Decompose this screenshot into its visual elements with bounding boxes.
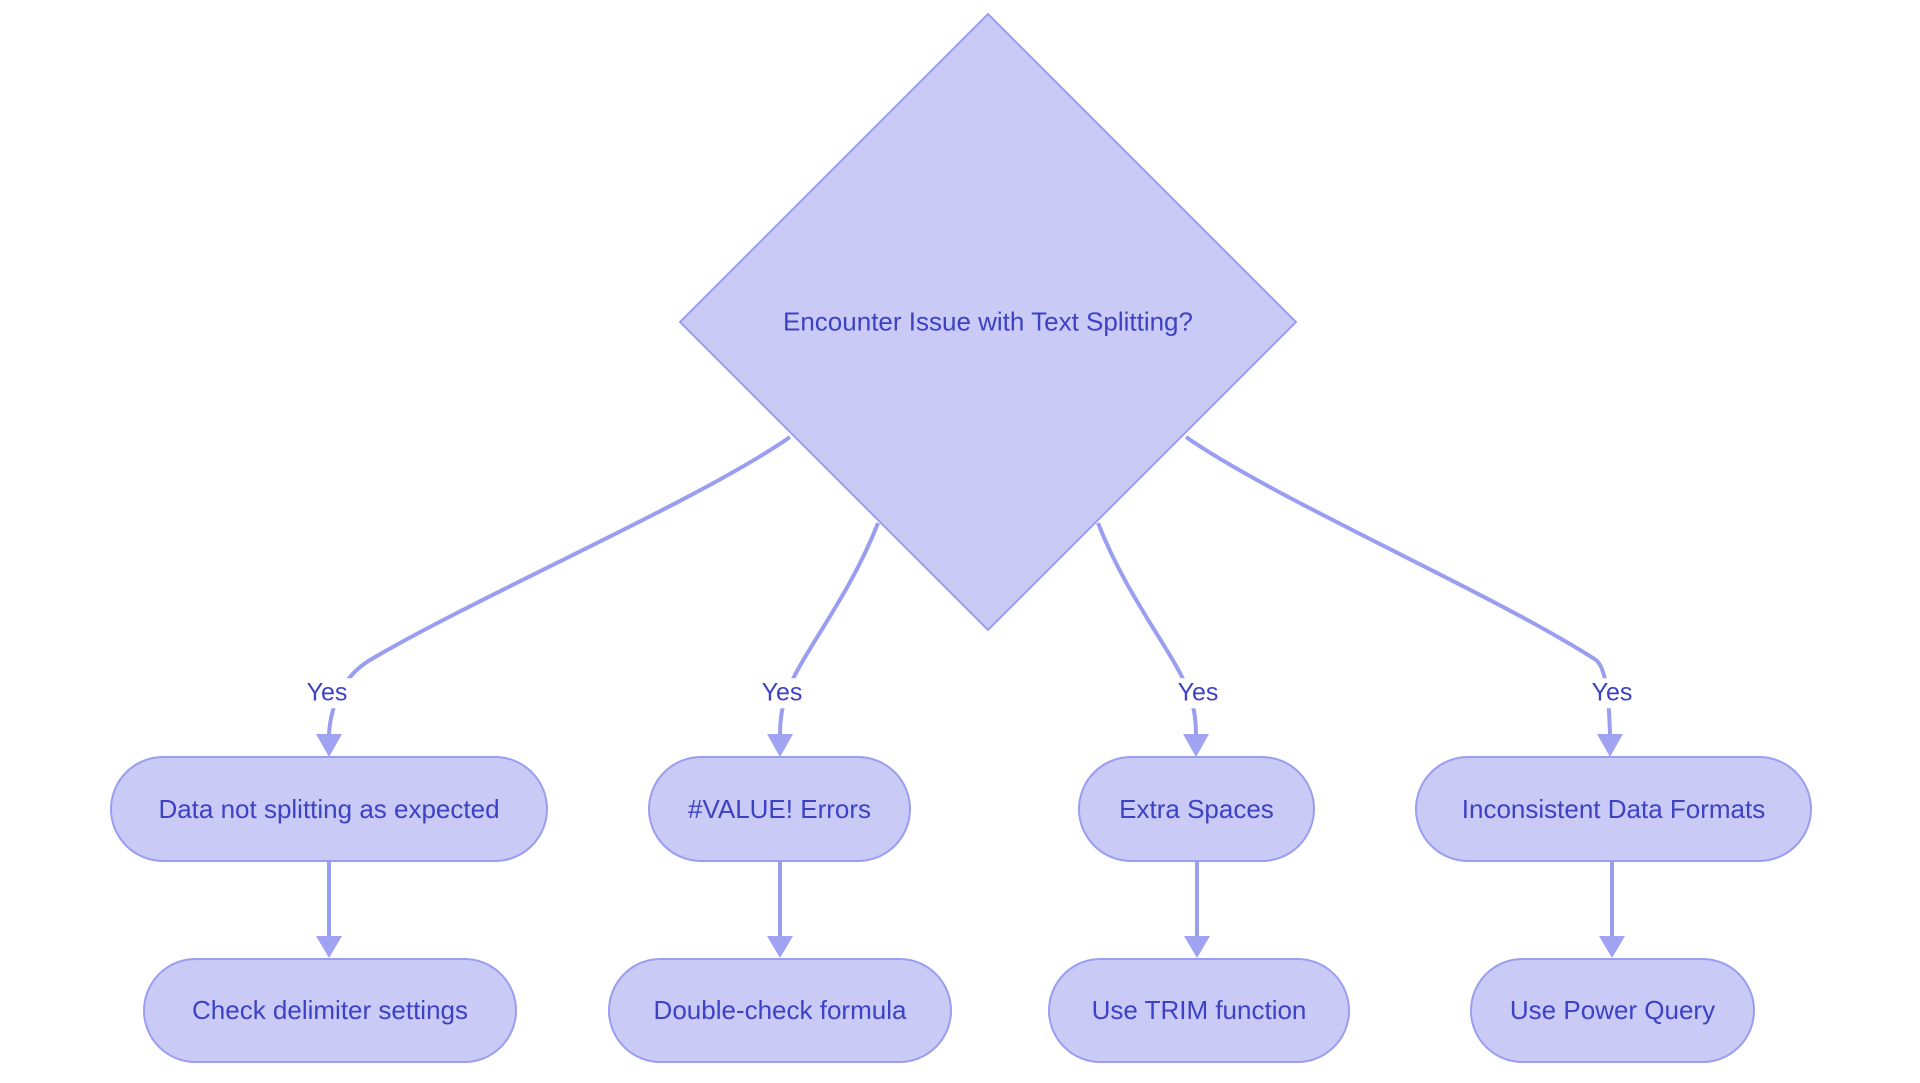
action-node-3: Use TRIM function xyxy=(1048,958,1350,1063)
issue-node-2: #VALUE! Errors xyxy=(648,756,911,862)
arrowhead-action-1 xyxy=(316,936,342,958)
edge-decision-to-issue-2 xyxy=(778,522,880,735)
arrowhead-issue-2 xyxy=(767,734,793,757)
decision-diamond-shape xyxy=(678,12,1298,632)
edge-decision-to-issue-3 xyxy=(1096,522,1198,735)
action-node-4: Use Power Query xyxy=(1470,958,1755,1063)
arrowhead-issue-1 xyxy=(316,734,342,757)
issue-node-3: Extra Spaces xyxy=(1078,756,1315,862)
edge-decision-to-issue-4 xyxy=(1184,435,1612,735)
action-node-2: Double-check formula xyxy=(608,958,952,1063)
arrowhead-action-2 xyxy=(767,936,793,958)
decision-node-label: Encounter Issue with Text Splitting? xyxy=(783,306,1193,337)
issue-node-4: Inconsistent Data Formats xyxy=(1415,756,1812,862)
arrowhead-issue-4 xyxy=(1597,734,1623,757)
edge-label-yes-4: Yes xyxy=(1584,678,1640,708)
arrowhead-action-4 xyxy=(1599,936,1625,958)
edge-label-yes-3: Yes xyxy=(1170,678,1226,708)
issue-node-1: Data not splitting as expected xyxy=(110,756,548,862)
edge-label-yes-1: Yes xyxy=(299,678,355,708)
edge-decision-to-issue-1 xyxy=(327,435,792,735)
arrowhead-action-3 xyxy=(1184,936,1210,958)
edge-label-yes-2: Yes xyxy=(754,678,810,708)
action-node-1: Check delimiter settings xyxy=(143,958,517,1063)
arrowhead-issue-3 xyxy=(1183,734,1209,757)
